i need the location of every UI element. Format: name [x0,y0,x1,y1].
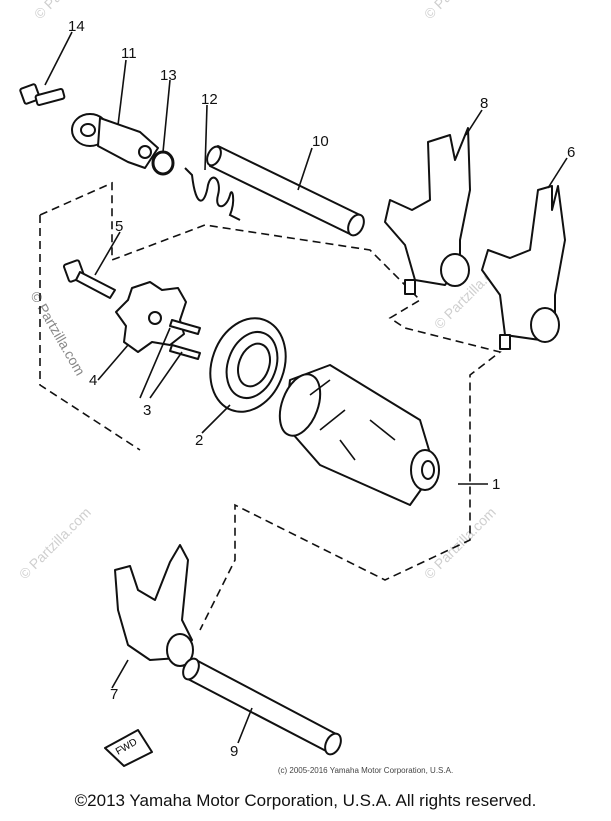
callout-12: 12 [201,91,218,108]
part-3-pins [169,319,201,360]
callout-7: 7 [110,686,118,703]
part-5-bolt [62,259,116,299]
callout-13: 13 [160,67,177,84]
callout-2: 2 [195,432,203,449]
callout-8: 8 [480,95,488,112]
part-11-lever [71,113,159,169]
part-13-washer [151,150,175,176]
part-14-bolt [19,83,66,107]
part-2-bearing [209,317,287,413]
assembly-outline [39,181,502,631]
watermark-top-right: © Partzilla.com [421,0,499,22]
footer-copyright: ©2013 Yamaha Motor Corporation, U.S.A. A… [74,791,537,810]
inner-copyright: (c) 2005-2016 Yamaha Motor Corporation, … [277,766,454,775]
forward-arrow-icon: FWD [104,729,153,767]
callout-14: 14 [68,18,85,35]
leader-lines [44,31,568,744]
watermarks: © Partzilla.com © Partzilla.com © Partzi… [16,0,509,582]
callout-3: 3 [143,402,151,419]
part-12-spring [184,167,241,221]
watermark-low-right: © Partzilla.com [421,504,499,582]
callouts: 14 11 13 12 10 8 6 5 4 3 2 1 7 9 [68,18,575,760]
callout-10: 10 [312,133,329,150]
watermark-mid-left: © Partzilla.com [27,289,88,379]
part-8-fork [384,127,471,295]
part-9-shaft [182,657,342,756]
callout-4: 4 [89,372,97,389]
callout-1: 1 [492,476,500,493]
part-10-shaft [206,145,365,237]
callout-9: 9 [230,743,238,760]
callout-6: 6 [567,144,575,161]
watermark-low-left: © Partzilla.com [16,504,94,582]
part-7-fork [114,544,194,667]
part-6-fork [481,185,566,350]
part-4-plate [115,281,187,353]
part-1-drum [278,364,440,506]
callout-5: 5 [115,218,123,235]
callout-11: 11 [121,45,137,62]
